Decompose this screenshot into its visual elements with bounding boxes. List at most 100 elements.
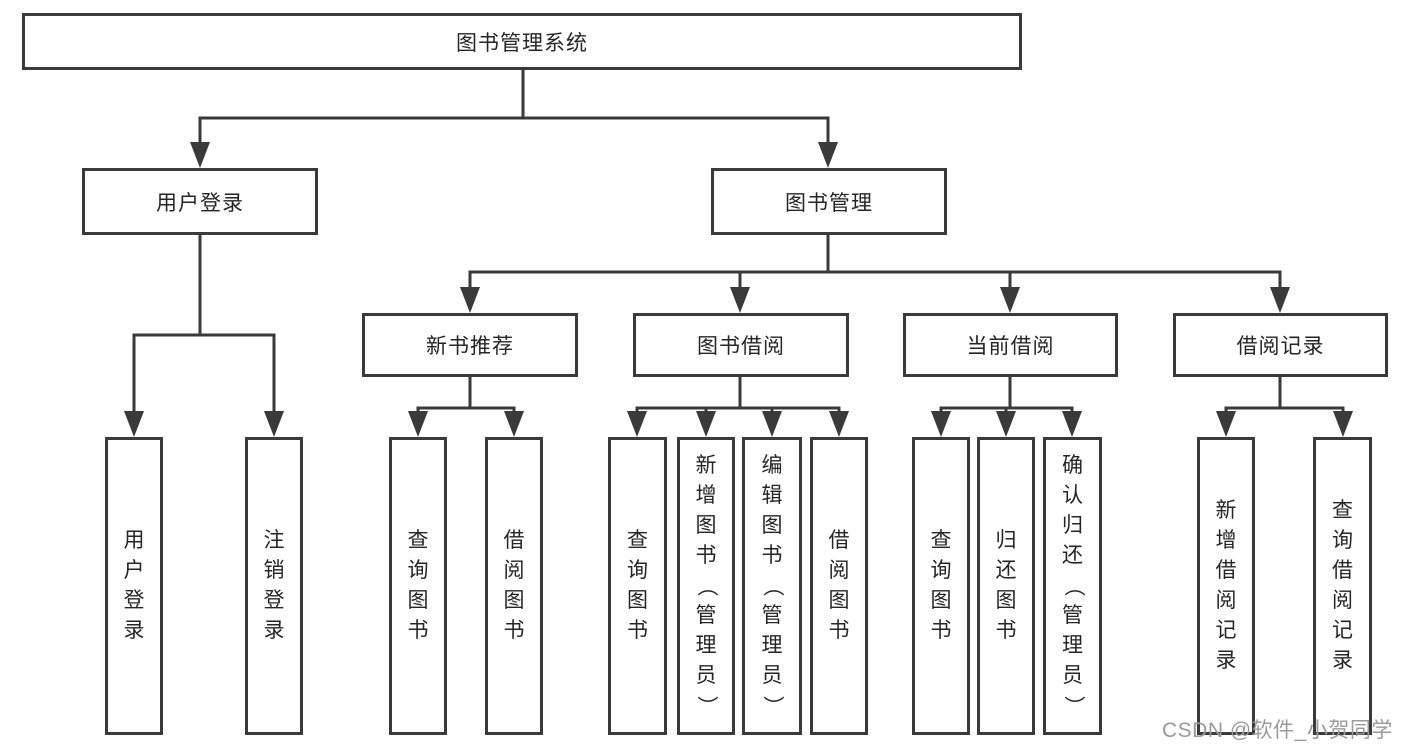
vertical-char: （ [1061, 575, 1085, 597]
leaf-query-borrow-record: 查询借阅记录 [1313, 437, 1372, 735]
vertical-char: 查 [930, 529, 952, 552]
vertical-char: 图 [995, 589, 1017, 612]
node-book-borrow: 图书借阅 [633, 313, 849, 377]
leaf-return-books: 归还图书 [977, 437, 1035, 735]
vertical-char: 查 [407, 529, 429, 552]
arrowhead-icon [124, 411, 144, 437]
arrowhead-icon [627, 411, 647, 437]
node-current-borrow: 当前借阅 [903, 313, 1118, 377]
vertical-char: 员 [695, 664, 717, 687]
vertical-char: 图 [828, 589, 850, 612]
leaf-current-query-books-label: 查询图书 [929, 526, 953, 646]
arrowhead-icon [730, 287, 750, 313]
leaf-add-borrow-record: 新增借阅记录 [1197, 437, 1255, 735]
vertical-char: 图 [930, 589, 952, 612]
vertical-char: 还 [1062, 544, 1083, 567]
node-user-login: 用户登录 [82, 168, 318, 235]
vertical-char: 辑 [761, 484, 783, 507]
vertical-char: 图 [627, 589, 648, 612]
vertical-char: 书 [407, 619, 429, 642]
vertical-char: 图 [407, 589, 429, 612]
arrowhead-icon [408, 411, 428, 437]
vertical-char: 阅 [1215, 589, 1237, 612]
node-new-book-rec-label: 新书推荐 [426, 335, 514, 358]
vertical-char: 记 [1332, 619, 1353, 642]
leaf-user-login: 用户登录 [105, 437, 163, 735]
vertical-char: 书 [761, 544, 783, 567]
vertical-char: 理 [1062, 634, 1083, 657]
node-root-label: 图书管理系统 [456, 31, 588, 55]
arrowhead-icon [1270, 287, 1290, 313]
vertical-char: 理 [695, 634, 717, 657]
arrowhead-icon [460, 287, 480, 313]
leaf-add-books-admin: 新增图书（管理员） [677, 437, 735, 735]
node-book-mgmt: 图书管理 [711, 168, 947, 235]
node-book-mgmt-label: 图书管理 [785, 191, 873, 215]
vertical-char: 阅 [503, 559, 525, 582]
vertical-char: 理 [761, 634, 783, 657]
vertical-char: 书 [503, 619, 525, 642]
csdn-watermark: CSDN @软件_小贺同学 [1162, 719, 1393, 742]
arrowhead-icon [696, 411, 716, 437]
vertical-char: ） [695, 695, 718, 717]
vertical-char: 还 [995, 559, 1017, 582]
node-current-borrow-label: 当前借阅 [966, 335, 1055, 358]
leaf-confirm-return-admin-label: 确认归还 （ 管理员 ） [1061, 451, 1085, 721]
vertical-char: 借 [828, 529, 850, 552]
leaf-add-books-admin-label: 新增图书（管理员） [694, 451, 718, 721]
vertical-char: 新 [695, 454, 717, 477]
arrowhead-icon [931, 411, 951, 437]
vertical-char: 员 [761, 664, 783, 687]
vertical-char: 用 [123, 529, 145, 552]
vertical-char: 书 [828, 619, 850, 642]
vertical-char: 书 [995, 619, 1017, 642]
leaf-user-login-label: 用户登录 [122, 526, 146, 646]
vertical-char: 增 [695, 484, 717, 507]
vertical-char: 书 [930, 619, 952, 642]
leaf-borrow-books-label: 借阅图书 [827, 526, 851, 646]
vertical-char: ） [1061, 695, 1085, 717]
vertical-char: 管 [695, 604, 717, 627]
vertical-char: 管 [761, 604, 783, 627]
vertical-char: 确 [1062, 454, 1083, 477]
vertical-char: 询 [627, 559, 648, 582]
vertical-char: 增 [1215, 529, 1237, 552]
vertical-char: 归 [995, 529, 1017, 552]
leaf-rec-query-books: 查询图书 [389, 437, 447, 735]
leaf-return-books-label: 归还图书 [994, 526, 1018, 646]
node-root: 图书管理系统 [22, 13, 1022, 70]
leaf-edit-books-admin: 编辑图书（管理员） [742, 437, 802, 735]
vertical-char: 录 [1215, 649, 1237, 672]
vertical-char: 编 [761, 454, 783, 477]
vertical-char: 录 [1332, 649, 1353, 672]
vertical-char: （ [761, 575, 784, 597]
vertical-char: 查 [1332, 499, 1353, 522]
vertical-char: 询 [930, 559, 952, 582]
leaf-add-borrow-record-label: 新增借阅记录 [1214, 496, 1238, 676]
leaf-logout-label: 注销登录 [262, 526, 286, 646]
vertical-char: 管 [1062, 604, 1083, 627]
leaf-borrow-books: 借阅图书 [810, 437, 868, 735]
vertical-char: 员 [1062, 664, 1083, 687]
vertical-char: 新 [1215, 499, 1237, 522]
vertical-char: 借 [503, 529, 525, 552]
vertical-char: （ [695, 575, 718, 597]
leaf-query-borrow-record-label: 查询借阅记录 [1331, 496, 1355, 676]
node-new-book-rec: 新书推荐 [362, 313, 578, 377]
vertical-char: 书 [695, 544, 717, 567]
vertical-char: 登 [263, 589, 285, 612]
leaf-borrow-query-books-label: 查询图书 [626, 526, 650, 646]
vertical-char: 注 [263, 529, 285, 552]
vertical-char: 录 [123, 619, 145, 642]
leaf-rec-query-books-label: 查询图书 [406, 526, 430, 646]
arrowhead-icon [1333, 411, 1353, 437]
vertical-char: 询 [407, 559, 429, 582]
vertical-char: 归 [1062, 514, 1083, 537]
arrowhead-icon [996, 411, 1016, 437]
vertical-char: 登 [123, 589, 145, 612]
vertical-char: 认 [1062, 484, 1083, 507]
node-user-login-label: 用户登录 [156, 191, 244, 215]
arrowhead-icon [818, 142, 838, 168]
vertical-char: 借 [1215, 559, 1237, 582]
